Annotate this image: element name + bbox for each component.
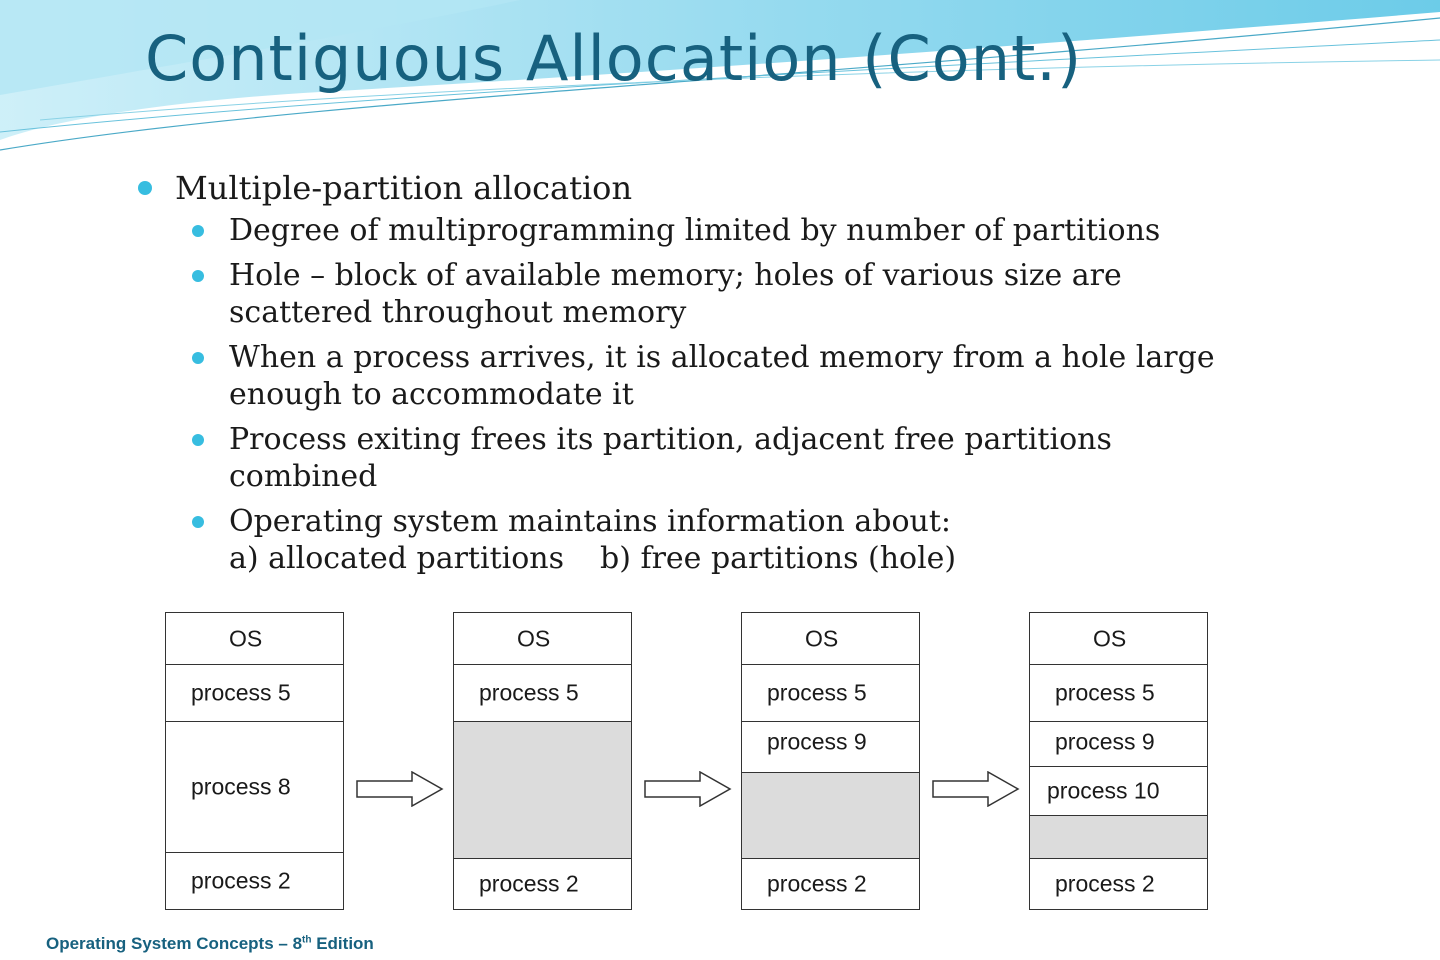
subbullet-text-cont: scattered throughout memory [229, 295, 687, 330]
subbullet-text: When a process arrives, it is allocated … [229, 340, 1215, 375]
right-arrow-icon [356, 771, 444, 807]
subbullet-text: Operating system maintains information a… [229, 504, 952, 539]
hole-partition [1030, 816, 1207, 859]
os-partition: OS [166, 613, 343, 665]
footer-sup: th [302, 934, 312, 946]
memory-diagram-stage-4: OS process 5 process 9 process 10 proces… [1029, 612, 1208, 910]
footer-prefix: Operating System Concepts – 8 [46, 934, 303, 953]
footer-suffix: Edition [311, 934, 374, 953]
process-8-partition: process 8 [166, 722, 343, 853]
bullet-list: Multiple-partition allocation Degree of … [135, 168, 1335, 585]
hole-partition [742, 773, 919, 859]
allocated-partitions-text: a) allocated partitions [229, 541, 565, 576]
os-label: OS [805, 625, 839, 651]
process-label: process 10 [1047, 777, 1160, 804]
process-label: process 2 [479, 870, 579, 897]
process-label: process 2 [191, 867, 291, 894]
process-5-partition: process 5 [454, 665, 631, 722]
process-2-partition: process 2 [454, 859, 631, 909]
right-arrow-icon [644, 771, 732, 807]
process-label: process 5 [191, 679, 291, 706]
subbullet-hole: Hole – block of available memory; holes … [189, 257, 1335, 331]
process-5-partition: process 5 [742, 665, 919, 722]
process-label: process 5 [767, 679, 867, 706]
subbullet-group: Degree of multiprogramming limited by nu… [135, 212, 1335, 577]
subbullet-text: Process exiting frees its partition, adj… [229, 422, 1112, 457]
slide-title: Contiguous Allocation (Cont.) [145, 22, 1083, 95]
process-2-partition: process 2 [166, 853, 343, 909]
os-partition: OS [742, 613, 919, 665]
subbullet-arrival: When a process arrives, it is allocated … [189, 339, 1335, 413]
process-9-partition: process 9 [1030, 722, 1207, 767]
memory-diagram-stage-3: OS process 5 process 9 process 2 [741, 612, 920, 910]
subbullet-os-info: Operating system maintains information a… [189, 503, 1335, 577]
process-5-partition: process 5 [166, 665, 343, 722]
bullet-multiple-partition: Multiple-partition allocation [135, 168, 1335, 208]
os-label: OS [1093, 625, 1127, 651]
os-label: OS [517, 625, 551, 651]
hole-partition [454, 722, 631, 859]
process-10-partition: process 10 [1030, 767, 1207, 816]
subbullet-text: Degree of multiprogramming limited by nu… [229, 213, 1161, 248]
right-arrow-icon [932, 771, 1020, 807]
process-2-partition: process 2 [1030, 859, 1207, 909]
process-2-partition: process 2 [742, 859, 919, 909]
process-label: process 2 [767, 870, 867, 897]
process-label: process 5 [1055, 679, 1155, 706]
process-5-partition: process 5 [1030, 665, 1207, 722]
os-partition: OS [454, 613, 631, 665]
process-label: process 9 [767, 728, 867, 755]
memory-diagram-stage-2: OS process 5 process 2 [453, 612, 632, 910]
subbullet-list: Degree of multiprogramming limited by nu… [135, 212, 1335, 577]
subbullet-degree: Degree of multiprogramming limited by nu… [189, 212, 1335, 249]
subbullet-text-cont: combined [229, 459, 378, 494]
subbullet-exit: Process exiting frees its partition, adj… [189, 421, 1335, 495]
process-label: process 5 [479, 679, 579, 706]
subbullet-text: Hole – block of available memory; holes … [229, 258, 1122, 293]
process-label: process 9 [1055, 728, 1155, 755]
process-label: process 8 [191, 773, 291, 800]
bullet-text: Multiple-partition allocation [175, 169, 633, 207]
free-partitions-text: b) free partitions (hole) [600, 541, 957, 576]
subbullet-text-cont: enough to accommodate it [229, 377, 634, 412]
os-label: OS [229, 625, 263, 651]
process-label: process 2 [1055, 870, 1155, 897]
process-9-partition: process 9 [742, 722, 919, 773]
footer-edition: Operating System Concepts – 8th Edition [46, 934, 374, 954]
memory-diagram-stage-1: OS process 5 process 8 process 2 [165, 612, 344, 910]
os-partition: OS [1030, 613, 1207, 665]
